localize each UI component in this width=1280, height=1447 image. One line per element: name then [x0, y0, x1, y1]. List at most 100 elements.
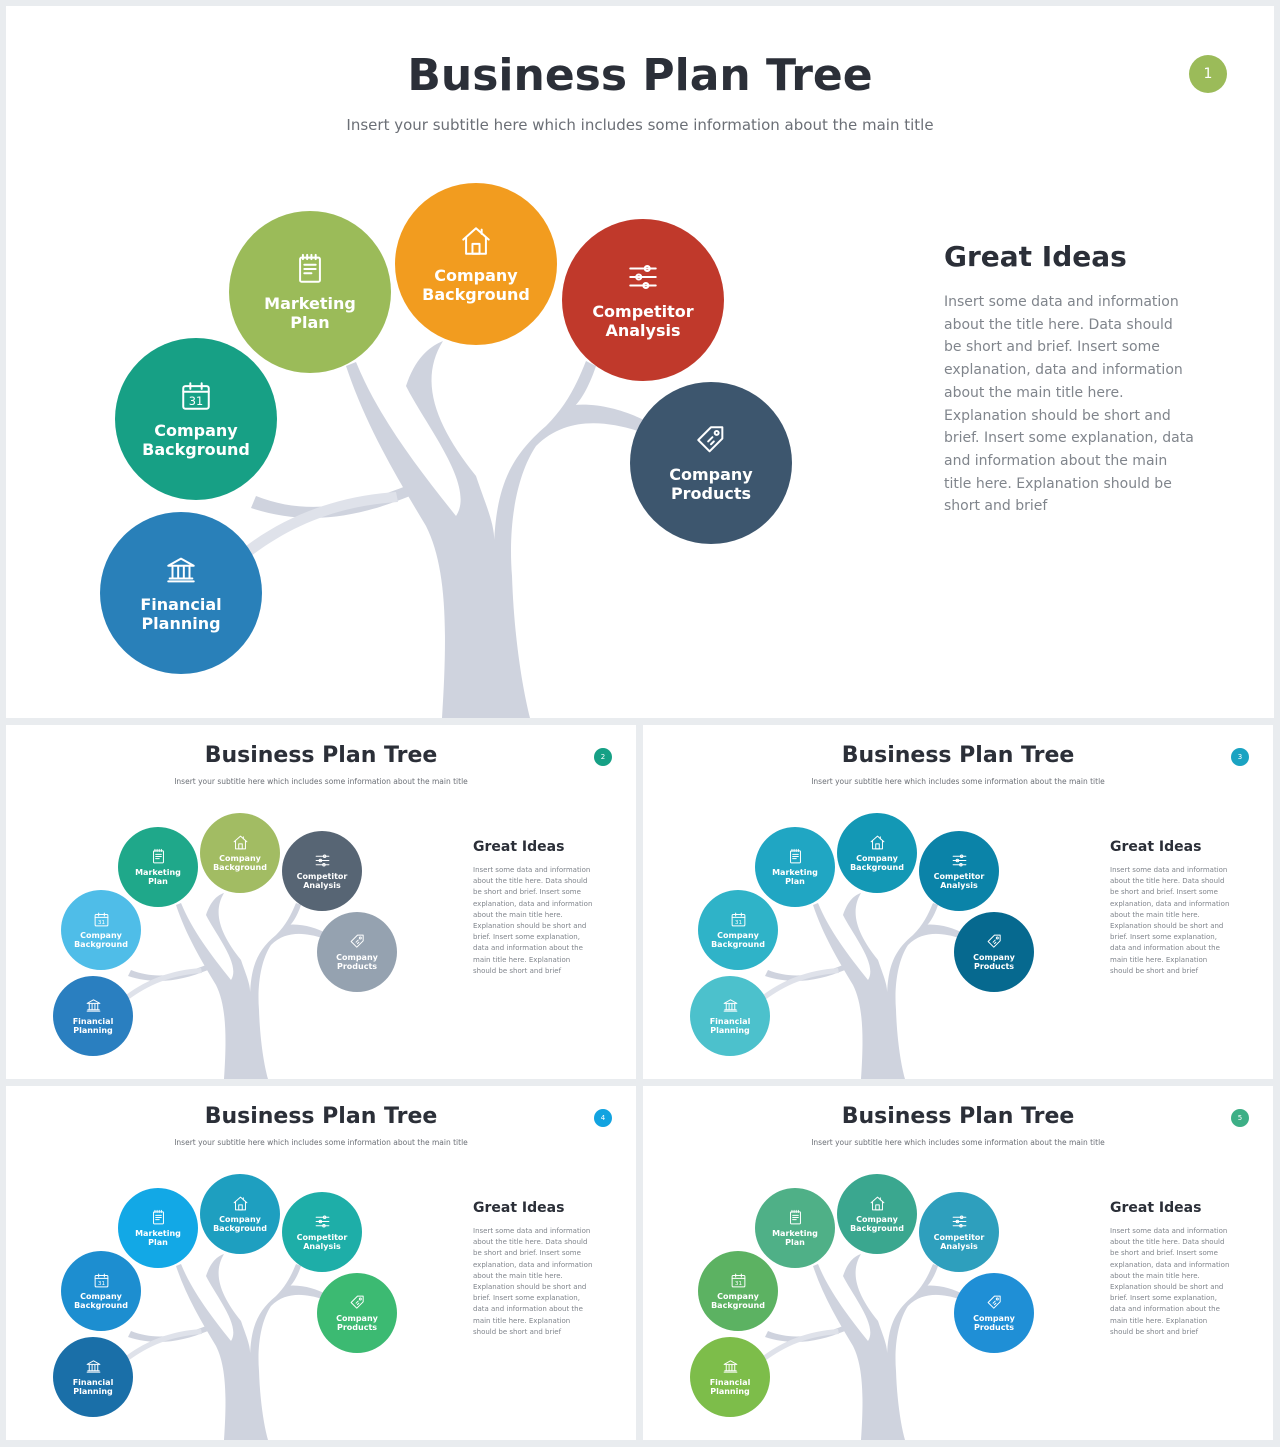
tree-node-price-tag[interactable]: Company Products [317, 912, 397, 992]
bank-icon [85, 1358, 102, 1375]
tree-trunk-graphic [763, 893, 963, 1079]
tree-node-label: Company Background [213, 853, 267, 873]
svg-text:31: 31 [97, 920, 105, 926]
bank-icon [85, 997, 102, 1014]
tree-node-bank[interactable]: Financial Planning [690, 1337, 770, 1417]
house-icon [232, 1195, 249, 1212]
notepad-icon [293, 252, 327, 286]
slide-1[interactable]: Business Plan Tree Insert your subtitle … [6, 6, 1274, 718]
sliders-icon [314, 1213, 331, 1230]
tree-node-label: Company Background [422, 266, 530, 304]
tree-node-price-tag[interactable]: Company Products [630, 382, 792, 544]
page-title: Business Plan Tree [204, 1104, 438, 1129]
tree-node-label: Company Background [711, 930, 765, 950]
side-heading: Great Ideas [1110, 1200, 1202, 1216]
tree-node-label: Company Background [74, 1291, 128, 1311]
tree-node-label: Marketing Plan [135, 1228, 181, 1248]
tree-node-label: Company Products [973, 1313, 1015, 1333]
tree-node-sliders[interactable]: Competitor Analysis [919, 831, 999, 911]
side-heading: Great Ideas [1110, 839, 1202, 855]
tree-node-label: Company Background [850, 853, 904, 873]
side-heading: Great Ideas [473, 839, 565, 855]
page-number-badge: 5 [1231, 1109, 1249, 1127]
tree-node-bank[interactable]: Financial Planning [53, 1337, 133, 1417]
side-description: Insert some data and information about t… [1110, 866, 1230, 975]
tree-node-label: Competitor Analysis [592, 302, 694, 340]
tree-node-sliders[interactable]: Competitor Analysis [919, 1192, 999, 1272]
tree-node-label: Competitor Analysis [296, 871, 348, 891]
page-subtitle: Insert your subtitle here which includes… [811, 1138, 1105, 1147]
slide-2[interactable]: Business Plan Tree Insert your subtitle … [6, 725, 636, 1079]
sliders-icon [314, 852, 331, 869]
tree-node-sliders[interactable]: Competitor Analysis [282, 831, 362, 911]
tree-node-house[interactable]: Company Background [395, 183, 557, 345]
price-tag-icon [986, 1294, 1003, 1311]
calendar-icon: 31 [179, 379, 213, 413]
tree-node-label: Company Background [142, 421, 250, 459]
tree-node-label: Competitor Analysis [933, 871, 985, 891]
tree-node-label: Company Background [213, 1214, 267, 1234]
house-icon [232, 834, 249, 851]
tree-node-notepad[interactable]: Marketing Plan [229, 211, 391, 373]
side-description: Insert some data and information about t… [473, 866, 593, 975]
page-title: Business Plan Tree [841, 743, 1075, 768]
price-tag-icon [349, 1294, 366, 1311]
side-description: Insert some data and information about t… [473, 1227, 593, 1336]
tree-node-sliders[interactable]: Competitor Analysis [562, 219, 724, 381]
tree-node-notepad[interactable]: Marketing Plan [755, 1188, 835, 1268]
calendar-icon: 31 [93, 911, 110, 928]
notepad-icon [787, 1209, 804, 1226]
tree-node-bank[interactable]: Financial Planning [53, 976, 133, 1056]
tree-node-price-tag[interactable]: Company Products [954, 912, 1034, 992]
notepad-icon [787, 848, 804, 865]
tree-node-label: Financial Planning [709, 1377, 751, 1397]
tree-node-label: Financial Planning [72, 1016, 114, 1036]
svg-text:31: 31 [734, 1281, 742, 1287]
tree-node-bank[interactable]: Financial Planning [690, 976, 770, 1056]
price-tag-icon [986, 933, 1003, 950]
house-icon [869, 834, 886, 851]
tree-trunk-graphic [126, 1254, 326, 1440]
page-subtitle: Insert your subtitle here which includes… [174, 1138, 468, 1147]
price-tag-icon [349, 933, 366, 950]
tree-node-notepad[interactable]: Marketing Plan [118, 827, 198, 907]
tree-node-price-tag[interactable]: Company Products [317, 1273, 397, 1353]
tree-node-price-tag[interactable]: Company Products [954, 1273, 1034, 1353]
tree-node-house[interactable]: Company Background [200, 1174, 280, 1254]
tree-node-notepad[interactable]: Marketing Plan [118, 1188, 198, 1268]
bank-icon [722, 997, 739, 1014]
side-heading: Great Ideas [944, 240, 1127, 273]
bank-icon [722, 1358, 739, 1375]
tree-node-label: Company Products [336, 1313, 378, 1333]
slide-3[interactable]: Business Plan Tree Insert your subtitle … [643, 725, 1273, 1079]
tree-node-label: Financial Planning [72, 1377, 114, 1397]
tree-node-bank[interactable]: Financial Planning [100, 512, 262, 674]
notepad-icon [150, 1209, 167, 1226]
side-heading: Great Ideas [473, 1200, 565, 1216]
notepad-icon [150, 848, 167, 865]
tree-node-sliders[interactable]: Competitor Analysis [282, 1192, 362, 1272]
tree-node-label: Financial Planning [140, 595, 222, 633]
tree-node-label: Company Background [74, 930, 128, 950]
tree-node-house[interactable]: Company Background [837, 813, 917, 893]
tree-node-label: Company Products [973, 952, 1015, 972]
page-number-badge: 1 [1189, 55, 1227, 93]
slide-4[interactable]: Business Plan Tree Insert your subtitle … [6, 1086, 636, 1440]
tree-node-house[interactable]: Company Background [837, 1174, 917, 1254]
price-tag-icon [694, 423, 728, 457]
page-subtitle: Insert your subtitle here which includes… [346, 116, 934, 134]
bank-icon [164, 553, 198, 587]
tree-node-label: Marketing Plan [264, 294, 356, 332]
tree-node-notepad[interactable]: Marketing Plan [755, 827, 835, 907]
tree-node-label: Marketing Plan [772, 1228, 818, 1248]
slide-5[interactable]: Business Plan Tree Insert your subtitle … [643, 1086, 1273, 1440]
tree-node-house[interactable]: Company Background [200, 813, 280, 893]
page-title: Business Plan Tree [407, 50, 873, 101]
page-subtitle: Insert your subtitle here which includes… [811, 777, 1105, 786]
tree-trunk-graphic [246, 341, 646, 718]
